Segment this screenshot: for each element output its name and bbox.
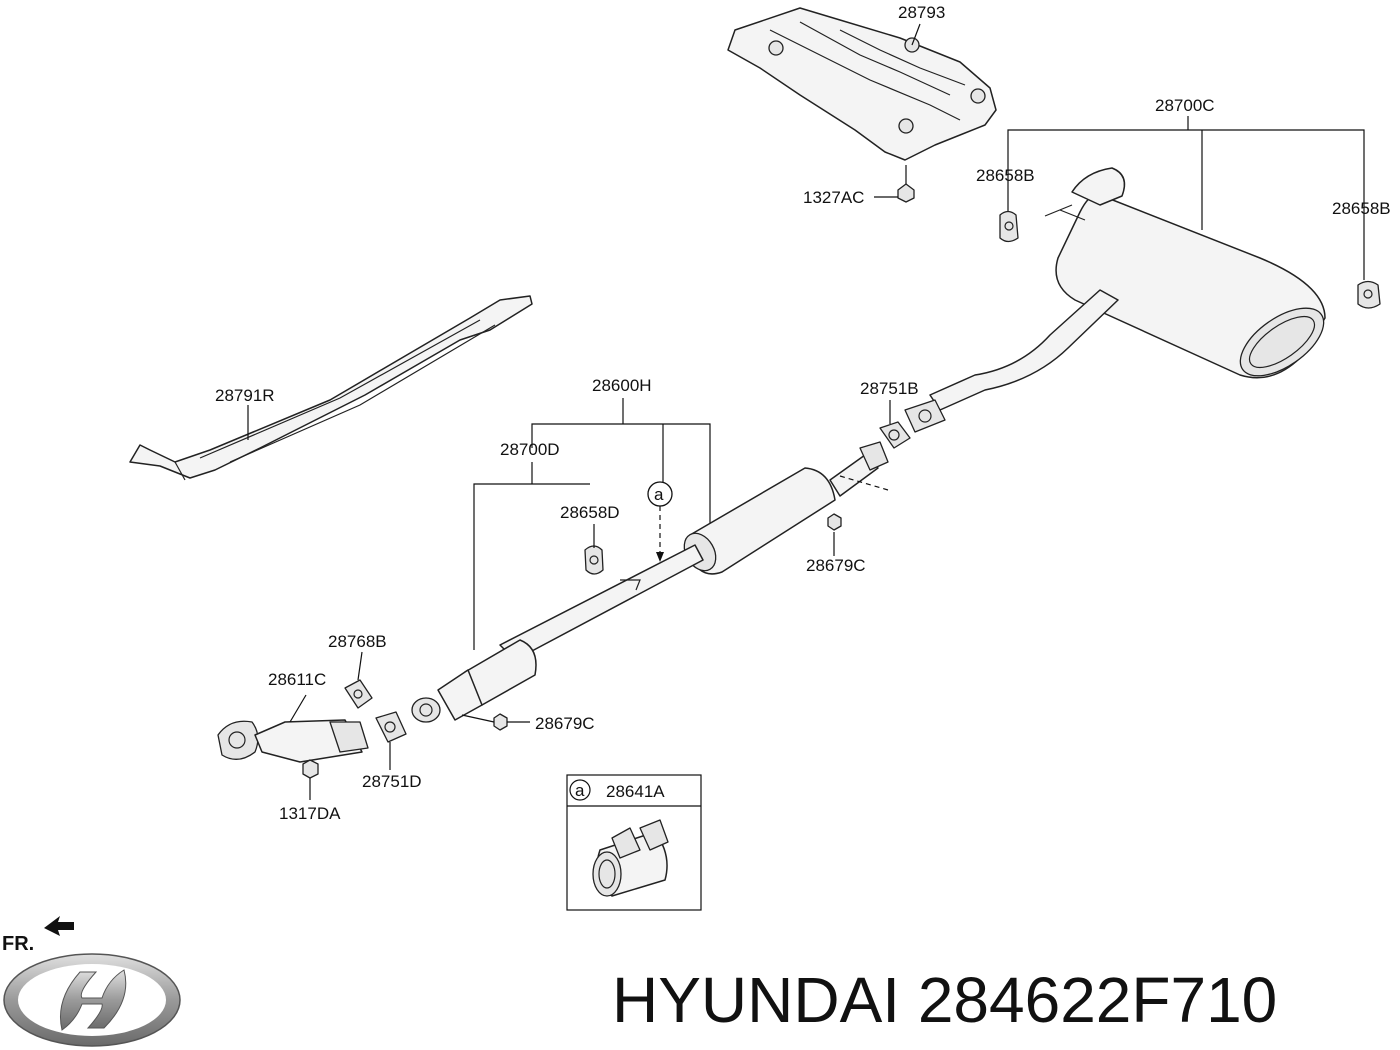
label-28751D: 28751D <box>362 772 422 791</box>
label-28658B-left: 28658B <box>976 166 1035 185</box>
gasket-28751B <box>879 400 911 449</box>
label-28679C-upper: 28679C <box>806 556 866 575</box>
nut-28679C-lower <box>461 713 530 731</box>
center-pipe-assembly <box>411 441 889 723</box>
rear-muffler <box>1044 167 1326 379</box>
center-to-rear-pipe <box>904 289 1119 433</box>
label-1317DA: 1317DA <box>279 804 341 823</box>
label-28700C: 28700C <box>1155 96 1215 115</box>
heat-shield-28793 <box>727 7 997 161</box>
svg-text:a: a <box>654 485 664 504</box>
label-28658B-right: 28658B <box>1332 199 1391 218</box>
nut-1317DA <box>302 759 319 800</box>
heat-shield-28791R <box>129 295 533 481</box>
svg-text:a: a <box>575 781 585 800</box>
gasket-28751D <box>375 711 407 770</box>
label-28600H: 28600H <box>592 376 652 395</box>
front-direction-label: FR. <box>2 933 34 955</box>
label-28768B: 28768B <box>328 632 387 651</box>
label-1327AC: 1327AC <box>803 188 864 207</box>
hanger-28658B-left <box>999 210 1019 243</box>
label-28793: 28793 <box>898 3 945 22</box>
label-28700D: 28700D <box>500 440 560 459</box>
gasket-28768B <box>344 651 373 709</box>
brand-part-caption: HYUNDAI 284622F710 <box>612 964 1277 1036</box>
hanger-28658D <box>584 524 604 575</box>
inset-box-28641A: a 28641A <box>566 774 702 911</box>
label-28679C-lower: 28679C <box>535 714 595 733</box>
front-pipe-28611C <box>217 694 369 763</box>
label-28751B: 28751B <box>860 379 919 398</box>
nut-28679C-upper <box>827 513 842 556</box>
label-28791R: 28791R <box>215 386 275 405</box>
hanger-28658B-right <box>1357 280 1381 309</box>
label-28611C: 28611C <box>268 670 326 689</box>
label-28658D: 28658D <box>560 503 620 522</box>
hyundai-logo-icon <box>3 953 181 1047</box>
callout-a-main: a <box>647 481 673 562</box>
front-direction-arrow-icon <box>44 916 74 936</box>
clip-1327AC <box>874 165 915 203</box>
label-28641A: 28641A <box>606 782 665 801</box>
